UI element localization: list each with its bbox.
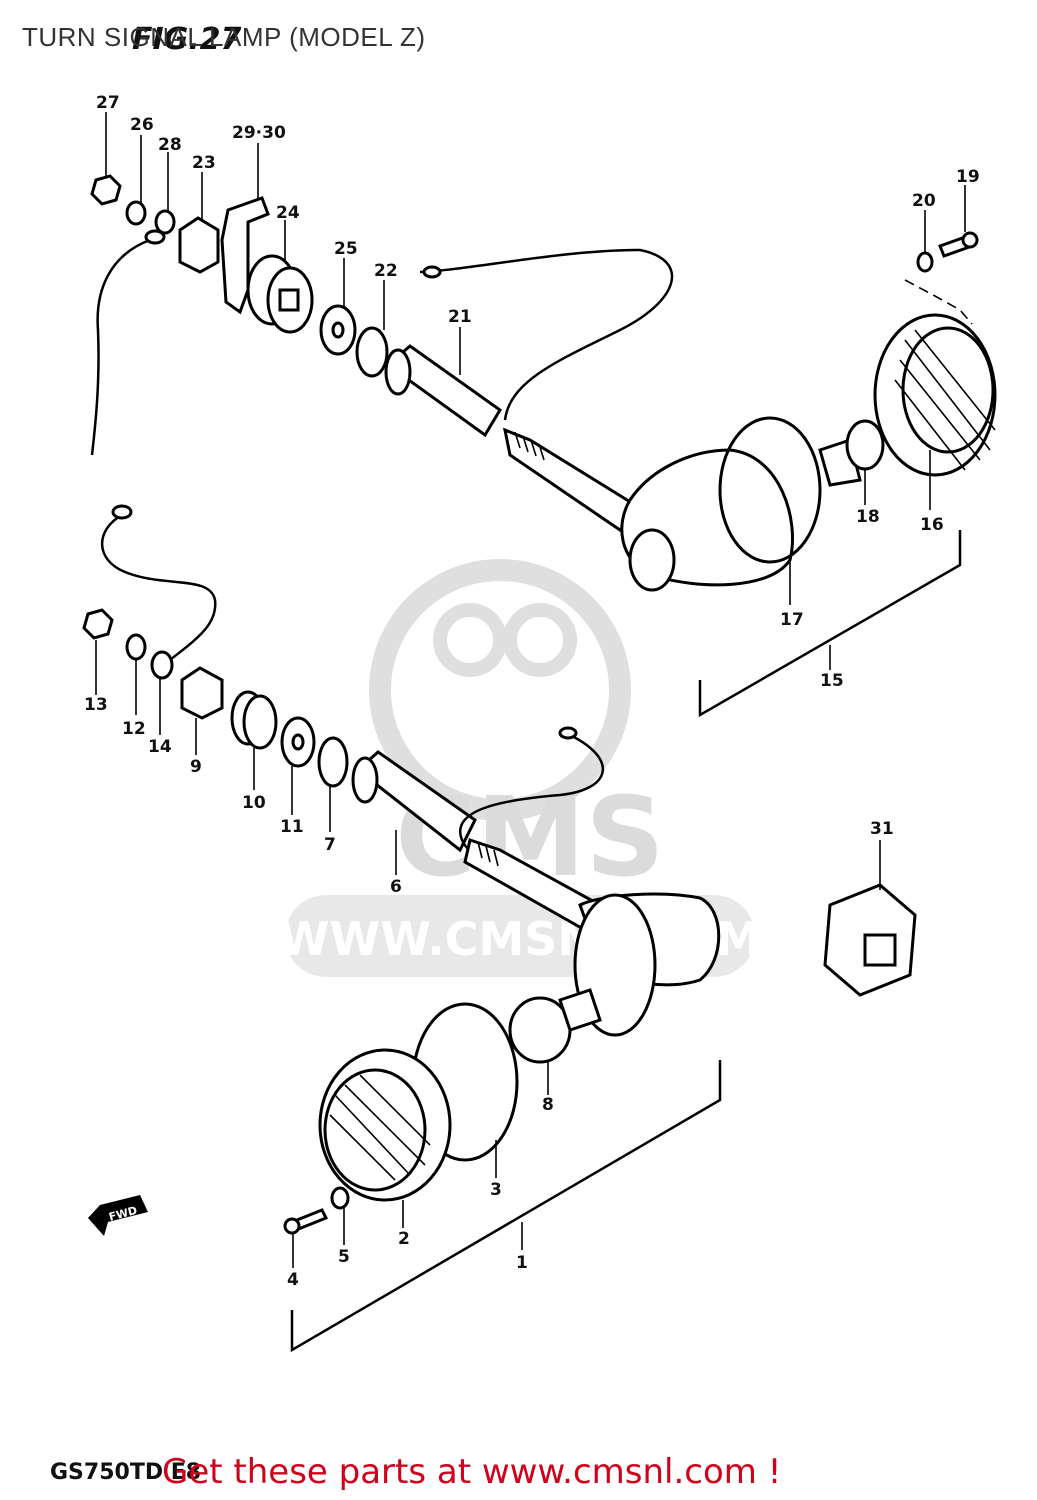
callout-11: 11 bbox=[280, 817, 304, 837]
screw-4 bbox=[283, 1208, 329, 1235]
callout-24: 24 bbox=[276, 203, 300, 223]
callout-1: 1 bbox=[516, 1253, 528, 1273]
callout-8: 8 bbox=[542, 1095, 554, 1115]
grommet-10 bbox=[230, 690, 278, 750]
nut-13 bbox=[82, 608, 114, 640]
callout-10: 10 bbox=[242, 793, 266, 813]
lockwasher-7 bbox=[317, 736, 349, 788]
callout-31: 31 bbox=[870, 819, 894, 839]
washer-20 bbox=[916, 251, 934, 273]
callout-17: 17 bbox=[780, 610, 804, 630]
callout-20: 20 bbox=[912, 191, 936, 211]
callout-22: 22 bbox=[374, 261, 398, 281]
callout-12: 12 bbox=[122, 719, 146, 739]
callout-5: 5 bbox=[338, 1247, 350, 1267]
lens-16 bbox=[873, 313, 997, 477]
washer-26 bbox=[125, 200, 147, 226]
callout-7: 7 bbox=[324, 835, 336, 855]
screw-19 bbox=[938, 231, 979, 258]
rear-turn-signal-assembly bbox=[90, 174, 997, 592]
nut-9 bbox=[180, 666, 224, 720]
stem-6 bbox=[355, 750, 477, 853]
callout-23: 23 bbox=[192, 153, 216, 173]
callout-28: 28 bbox=[158, 135, 182, 155]
callout-4: 4 bbox=[287, 1270, 299, 1290]
bulb-18 bbox=[818, 419, 885, 487]
callout-25: 25 bbox=[334, 239, 358, 259]
callout-14: 14 bbox=[148, 737, 172, 757]
callout-26: 26 bbox=[130, 115, 154, 135]
lens-2 bbox=[318, 1048, 452, 1202]
callout-16: 16 bbox=[920, 515, 944, 535]
callout-29-30: 29·30 bbox=[232, 123, 286, 143]
callout-18: 18 bbox=[856, 507, 880, 527]
promo-link[interactable]: Get these parts at www.cmsnl.com ! bbox=[162, 1452, 782, 1492]
callout-13: 13 bbox=[84, 695, 108, 715]
callout-6: 6 bbox=[390, 877, 402, 897]
bulb-8 bbox=[508, 988, 602, 1064]
callout-numbers: 27 26 28 23 29·30 24 25 22 21 20 19 18 1… bbox=[84, 93, 980, 1290]
forward-direction-arrow: FWD bbox=[88, 1195, 148, 1236]
grommet-24 bbox=[246, 254, 314, 334]
relay-31 bbox=[823, 883, 917, 997]
washer-28 bbox=[154, 209, 176, 235]
washer-14 bbox=[150, 650, 174, 680]
callout-9: 9 bbox=[190, 757, 202, 777]
callout-2: 2 bbox=[398, 1229, 410, 1249]
nut-23 bbox=[178, 216, 220, 274]
callout-21: 21 bbox=[448, 307, 472, 327]
model-code: GS750TD E8 bbox=[50, 1460, 202, 1485]
assembly-brackets bbox=[290, 530, 962, 1353]
gasket-17 bbox=[718, 416, 822, 564]
callout-19: 19 bbox=[956, 167, 980, 187]
callout-3: 3 bbox=[490, 1180, 502, 1200]
washer-12 bbox=[125, 633, 147, 661]
lockwasher-22 bbox=[355, 326, 389, 378]
nut-27 bbox=[90, 174, 122, 206]
page-title: TURN SIGNAL LAMP (MODEL Z) bbox=[22, 22, 426, 52]
front-turn-signal-assembly bbox=[82, 504, 721, 1235]
figure-label: FIG.27 bbox=[132, 22, 242, 57]
washer-5 bbox=[330, 1186, 350, 1210]
callout-27: 27 bbox=[96, 93, 120, 113]
callout-15: 15 bbox=[820, 671, 844, 691]
leader-lines bbox=[95, 112, 966, 1268]
housing-rim bbox=[573, 893, 657, 1037]
